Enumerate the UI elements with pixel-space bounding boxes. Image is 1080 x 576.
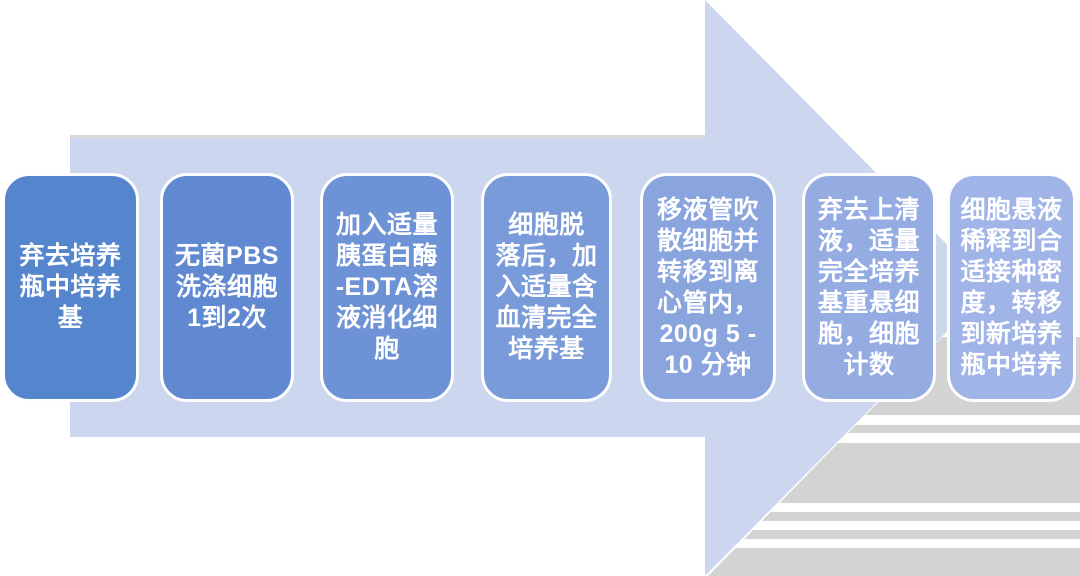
shadow-stripe (708, 415, 1080, 425)
arrow-top-edge (70, 135, 705, 138)
step-box-4: 细胞脱 落后，加 入适量含 血清完全 培养基 (481, 173, 612, 402)
step-box-1: 弃去培养 瓶中培养 基 (2, 173, 139, 402)
step-box-6: 弃去上清 液，适量 完全培养 基重悬细 胞，细胞 计数 (802, 173, 936, 402)
step-box-2: 无菌PBS 洗涤细胞 1到2次 (160, 173, 294, 402)
step-box-7: 细胞悬液 稀释到合 适接种密 度，转移 到新培养 瓶中培养 (947, 173, 1076, 402)
shadow-stripe (708, 433, 1080, 443)
step-label-1: 弃去培养 瓶中培养 基 (19, 242, 122, 332)
step-label-5: 移液管吹 散细胞并 转移到离 心管内， 200g 5 - 10 分钟 (656, 195, 759, 379)
step-box-3: 加入适量 胰蛋白酶 -EDTA溶 液消化细 胞 (320, 173, 454, 402)
step-label-4: 细胞脱 落后，加 入适量含 血清完全 培养基 (495, 211, 598, 363)
step-label-6: 弃去上清 液，适量 完全培养 基重悬细 胞，细胞 计数 (817, 195, 920, 379)
step-label-3: 加入适量 胰蛋白酶 -EDTA溶 液消化细 胞 (335, 211, 439, 363)
step-box-5: 移液管吹 散细胞并 转移到离 心管内， 200g 5 - 10 分钟 (640, 173, 776, 402)
step-label-7: 细胞悬液 稀释到合 适接种密 度，转移 到新培养 瓶中培养 (960, 195, 1063, 379)
shadow-stripe (708, 521, 1080, 530)
shadow-stripe (708, 503, 1080, 512)
shadow-stripe (708, 539, 1080, 548)
step-label-2: 无菌PBS 洗涤细胞 1到2次 (175, 242, 279, 332)
